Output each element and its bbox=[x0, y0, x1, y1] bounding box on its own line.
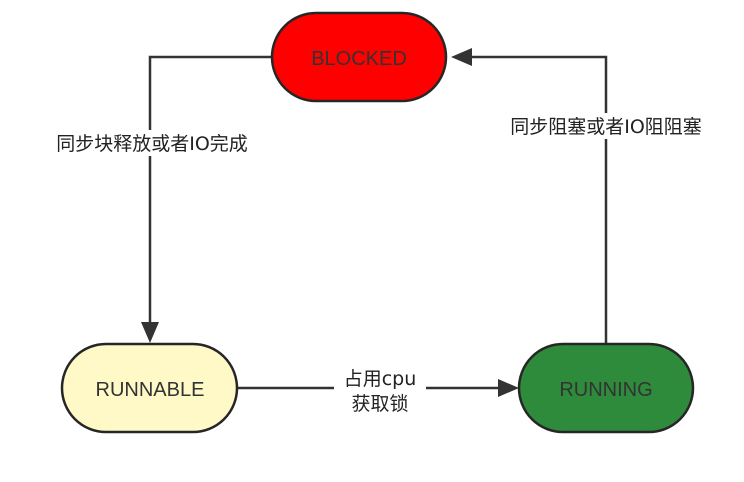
edge-label-bg bbox=[490, 113, 722, 139]
edge-blocked-to-runnable bbox=[141, 55, 272, 343]
state-blocked-label: BLOCKED bbox=[311, 48, 407, 70]
state-running: RUNNING bbox=[517, 342, 695, 434]
arrowhead-right bbox=[498, 379, 519, 397]
edge-label-bg bbox=[334, 366, 426, 416]
state-runnable: RUNNABLE bbox=[60, 342, 239, 434]
edge-label-runnable-to-running-line1: 占用cpu bbox=[344, 368, 417, 390]
arrowhead-left bbox=[451, 48, 472, 66]
state-runnable-box bbox=[60, 342, 239, 434]
state-running-label: RUNNING bbox=[559, 379, 652, 401]
edge-label-running-to-blocked: 同步阻塞或者IO阻阻塞 bbox=[510, 116, 702, 138]
state-blocked: BLOCKED bbox=[270, 11, 448, 103]
state-runnable-label: RUNNABLE bbox=[96, 379, 205, 401]
edge-label-bg bbox=[36, 130, 268, 156]
arrowhead-down bbox=[141, 322, 159, 343]
state-running-box bbox=[517, 342, 695, 434]
edge-label-runnable-to-running-line2: 获取锁 bbox=[351, 393, 408, 415]
edge-label-blocked-to-runnable: 同步块释放或者IO完成 bbox=[56, 133, 248, 155]
edge-line bbox=[472, 55, 608, 343]
edge-line bbox=[148, 55, 272, 322]
edge-running-to-blocked bbox=[451, 48, 608, 343]
state-blocked-box bbox=[270, 11, 448, 103]
